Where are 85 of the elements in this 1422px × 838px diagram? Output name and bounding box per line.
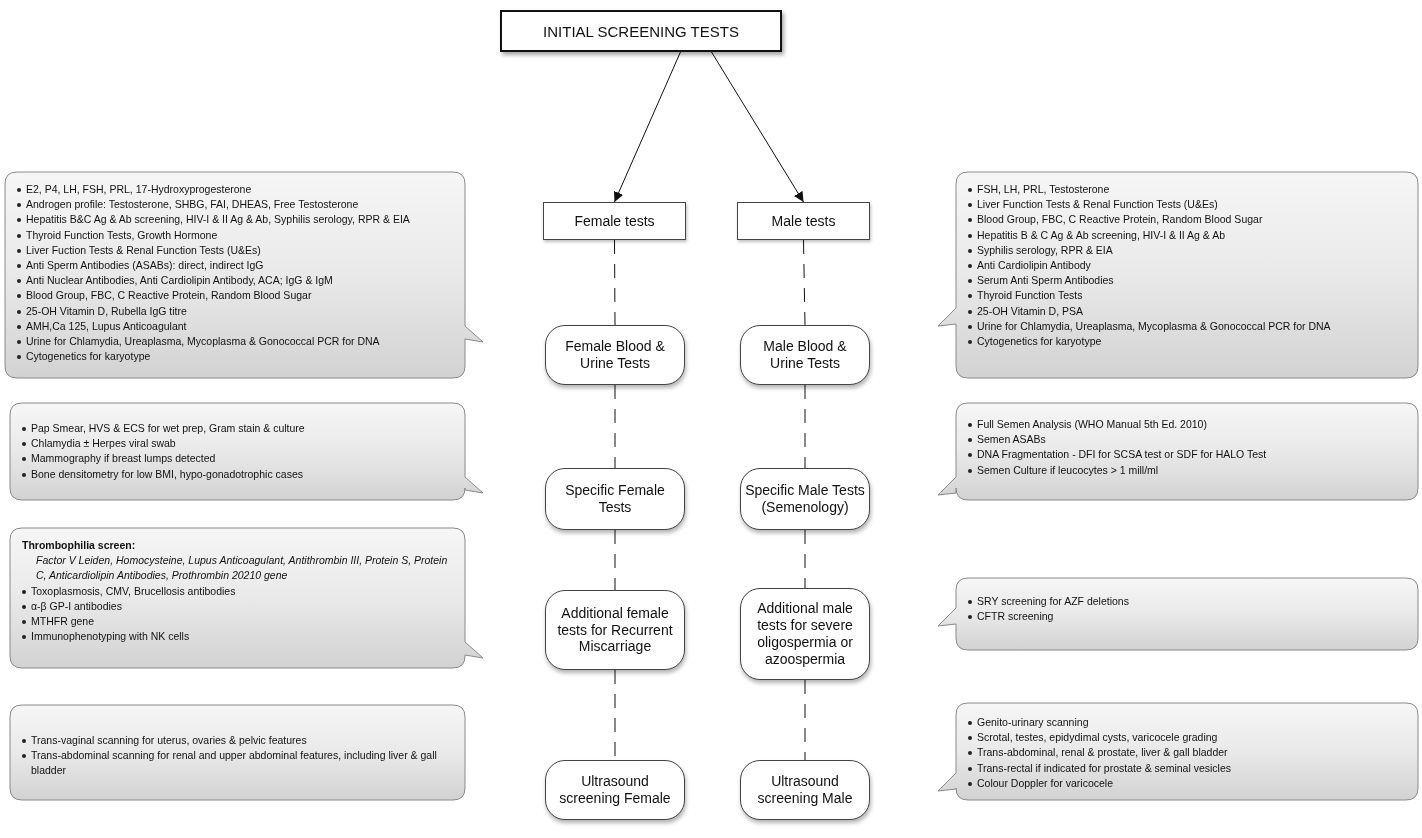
test-item: Trans-abdominal, renal & prostate, liver & gall bladder: [977, 746, 1228, 759]
test-item: Thyroid Function Tests, Growth Hormone: [26, 228, 218, 241]
test-item: Cytogenetics for karyotype: [26, 350, 151, 363]
arrow: [613, 51, 681, 203]
test-item: Hepatitis B&C Ag & Ab screening, HIV-I & II Ag & Ab, Syphilis serology, RPR & EIA: [26, 213, 410, 226]
test-item: Anti Nuclear Antibodies, Anti Cardiolipin Antibody, ACA; IgG & IgM: [26, 274, 333, 287]
test-item: MTHFR gene: [31, 615, 94, 627]
test-item: Semen Culture if leucocytes > 1 mill/ml: [977, 463, 1159, 476]
test-item: Toxoplasmosis, CMV, Brucellosis antibodies: [31, 584, 236, 597]
test-item: Trans-rectal if indicated for prostate & seminal vesicles: [977, 761, 1232, 774]
test-item: SRY screening for AZF deletions: [977, 595, 1129, 607]
test-item: Scrotal, testes, epidydimal cysts, varicocele grading: [977, 731, 1218, 744]
box-label: Additional female tests for Recurrent Miscarriage: [556, 604, 674, 656]
test-item: E2, P4, LH, FSH, PRL, 17-Hydroxyprogesterone: [26, 183, 252, 195]
test-item: Blood Group, FBC, C Reactive Protein, Random Blood Sugar: [977, 213, 1263, 226]
test-item: Full Semen Analysis (WHO Manual 5th Ed. 2010): [977, 418, 1207, 430]
test-item: Thyroid Function Tests: [977, 289, 1083, 302]
box-label: Additional male tests for severe oligospermia or azoospermia: [756, 600, 854, 668]
test-item: Trans-abdominal scanning for renal and upper abdominal features, including liver & gall bladder: [31, 749, 437, 777]
category-box: [737, 202, 870, 240]
test-item: Colour Doppler for varicocele: [977, 776, 1113, 789]
box-label: Female Blood & Urine Tests: [564, 338, 666, 372]
title-box: [500, 10, 782, 52]
test-item: Anti Sperm Antibodies (ASABs): direct, indirect IgG: [26, 259, 264, 271]
test-item: Hepatitis B & C Ag & Ab screening, HIV-I & II Ag & Ab: [977, 228, 1226, 241]
category-box: [543, 202, 686, 240]
test-item: Androgen profile: Testosterone, SHBG, FAI, DHEAS, Free Testosterone: [26, 198, 359, 211]
test-item: Urine for Chlamydia, Ureaplasma, Mycoplasma & Gonococcal PCR for DNA: [977, 319, 1331, 332]
test-item: FSH, LH, PRL, Testosterone: [977, 183, 1110, 195]
test-item: Bone densitometry for low BMI, hypo-gonadotrophic cases: [31, 467, 303, 480]
callout-bubble: [5, 172, 483, 378]
test-group-box: [545, 590, 685, 670]
dashed-connector: [804, 529, 806, 589]
box-label: Male tests: [771, 213, 836, 229]
test-item: Syphilis serology, RPR & EIA: [977, 243, 1113, 256]
callout-bubble: [10, 705, 465, 800]
dashed-connector: [804, 384, 806, 469]
test-group-box: [740, 760, 870, 820]
box-label: Specific Female Tests: [564, 482, 666, 516]
test-item: 25-OH Vitamin D, Rubella IgG titre: [26, 304, 187, 317]
callout-bubble: [10, 403, 483, 500]
callout-bubble: [938, 578, 1418, 650]
test-group-box: [740, 325, 870, 385]
test-item: DNA Fragmentation - DFI for SCSA test or SDF for HALO Test: [977, 448, 1267, 461]
test-item: Anti Cardiolipin Antibody: [977, 259, 1091, 271]
callout-bubble: [938, 403, 1418, 500]
dashed-connector: [614, 384, 616, 469]
callout-heading: Thrombophilia screen:: [22, 539, 136, 551]
test-item: Liver Fuction Tests & Renal Function Tests (U&Es): [26, 243, 261, 256]
dashed-connector: [803, 239, 806, 326]
test-item: 25-OH Vitamin D, PSA: [977, 304, 1083, 317]
test-group-box: [545, 468, 685, 530]
test-item: AMH,Ca 125, Lupus Anticoagulant: [26, 319, 187, 332]
box-label: INITIAL SCREENING TESTS: [543, 22, 739, 40]
box-label: Ultrasound screening Female: [558, 773, 672, 807]
test-item: Mammography if breast lumps detected: [31, 452, 216, 465]
test-item: Factor V Leiden, Homocysteine, Lupus Anticoagulant, Antithrombin III, Protein S, Protein C, Anticardiolipin Antibodies, Prothrombin 20210 gene: [36, 554, 448, 582]
box-label: Male Blood & Urine Tests: [762, 338, 848, 372]
test-group-box: [740, 588, 870, 680]
test-item: Blood Group, FBC, C Reactive Protein, Random Blood Sugar: [26, 289, 312, 302]
test-item: CFTR screening: [977, 610, 1054, 623]
test-group-box: [740, 468, 870, 530]
test-group-box: [545, 325, 685, 385]
box-label: Female tests: [574, 213, 655, 229]
callout-bubble: [938, 703, 1418, 800]
test-item: Serum Anti Sperm Antibodies: [977, 274, 1114, 287]
test-item: Pap Smear, HVS & ECS for wet prep, Gram stain & culture: [31, 422, 305, 434]
test-item: α-β GP-I antibodies: [31, 599, 122, 612]
test-item: Trans-vaginal scanning for uterus, ovaries & pelvic features: [31, 734, 307, 746]
test-item: Cytogenetics for karyotype: [977, 335, 1102, 348]
box-label: Specific Male Tests (Semenology): [745, 482, 865, 516]
test-item: Genito-urinary scanning: [977, 716, 1089, 728]
dashed-connector: [614, 529, 616, 591]
dashed-connector: [614, 239, 616, 326]
box-label: Ultrasound screening Male: [756, 773, 854, 807]
callout-bubble: [10, 528, 483, 668]
test-item: Immunophenotyping with NK cells: [31, 630, 190, 643]
test-item: Urine for Chlamydia, Ureaplasma, Mycoplasma & Gonococcal PCR for DNA: [26, 335, 380, 348]
test-item: Liver Function Tests & Renal Function Tests (U&Es): [977, 198, 1218, 211]
dashed-connector: [804, 679, 806, 761]
test-item: Semen ASABs: [977, 433, 1046, 446]
callout-bubble: [938, 172, 1418, 378]
arrow: [711, 51, 804, 203]
test-group-box: [545, 760, 685, 820]
test-item: Chlamydia ± Herpes viral swab: [31, 437, 176, 450]
